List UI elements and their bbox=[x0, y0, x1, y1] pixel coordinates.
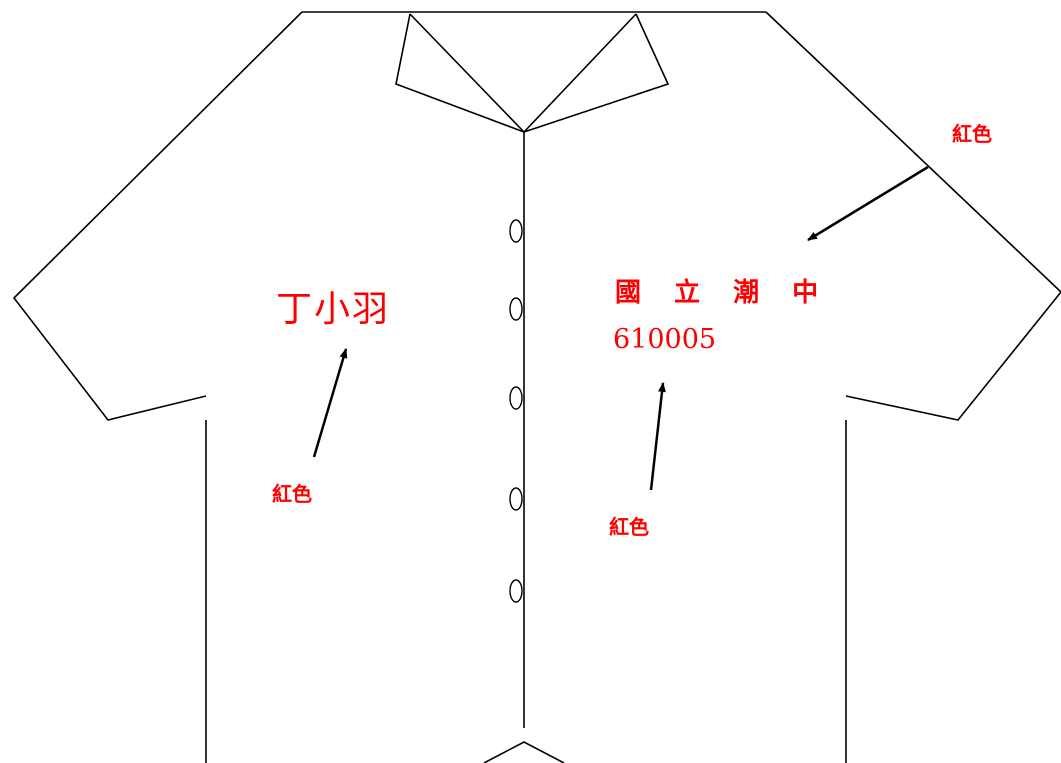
sleeve-arrow bbox=[807, 165, 929, 242]
school-name: 國 立 潮 中 bbox=[615, 278, 831, 308]
chest-color-note: 紅色 bbox=[609, 515, 649, 539]
hem-point bbox=[483, 741, 565, 763]
student-id-number: 610005 bbox=[613, 324, 717, 355]
button-4 bbox=[509, 487, 523, 511]
button-2 bbox=[509, 297, 523, 321]
collar-right bbox=[523, 13, 670, 133]
button-1 bbox=[509, 219, 523, 243]
left-sleeve bbox=[12, 11, 303, 421]
name-arrow bbox=[312, 348, 348, 458]
collar-left bbox=[395, 13, 525, 133]
button-5 bbox=[509, 579, 523, 603]
right-sleeve bbox=[765, 11, 1061, 421]
chest-arrow bbox=[649, 382, 666, 491]
sleeve-color-note: 紅色 bbox=[952, 122, 992, 146]
button-3 bbox=[509, 386, 523, 410]
student-name: 丁小羽 bbox=[276, 289, 391, 330]
name-color-note: 紅色 bbox=[272, 482, 312, 506]
